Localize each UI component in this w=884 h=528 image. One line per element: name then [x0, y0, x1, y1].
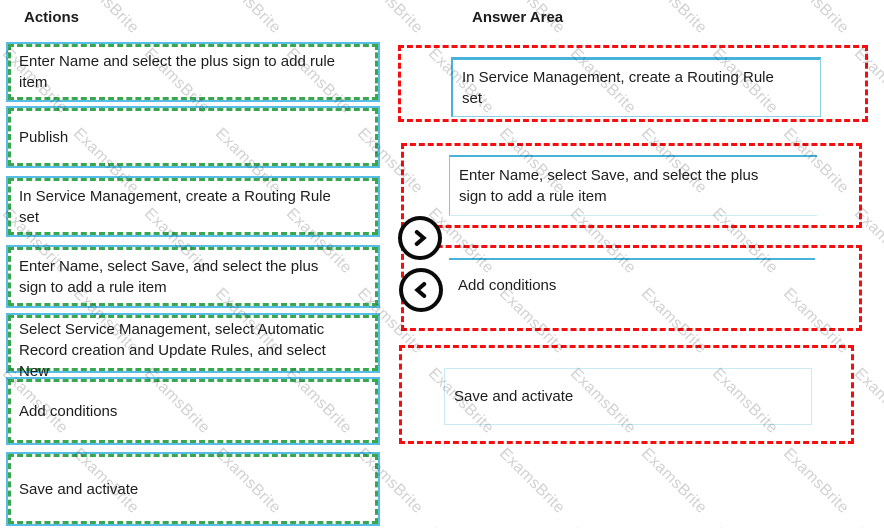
watermark-text: ExamsBrite	[779, 445, 852, 517]
dropped-item-label: In Service Management, create a Routing …	[462, 69, 774, 107]
answer-slot-4[interactable]: Save and activate	[399, 345, 854, 444]
action-item-label: Add conditions	[19, 402, 118, 420]
move-right-button[interactable]	[398, 216, 442, 260]
action-item-create-routing-rule-set[interactable]: In Service Management, create a Routing …	[6, 176, 380, 237]
watermark-text: ExamsBrite	[637, 445, 710, 517]
action-item-save-and-activate[interactable]: Save and activate	[6, 452, 380, 526]
dropped-item-add-conditions[interactable]: Add conditions	[458, 277, 557, 294]
chevron-right-icon	[409, 227, 431, 249]
dropped-item-label: Enter Name, select Save, and select the …	[459, 167, 759, 205]
dropped-item-save-and-activate[interactable]: Save and activate	[444, 368, 812, 425]
answer-area-title: Answer Area	[472, 9, 564, 26]
action-item-label: Enter Name, select Save, and select the …	[19, 257, 319, 296]
dropped-item-label: Save and activate	[454, 388, 574, 405]
action-item-label: In Service Management, create a Routing …	[19, 187, 331, 226]
chevron-left-icon	[410, 279, 432, 301]
move-left-button[interactable]	[399, 268, 443, 312]
action-item-enter-name-plus-sign[interactable]: Enter Name and select the plus sign to a…	[6, 42, 380, 102]
watermark-text: ExamsBrite	[850, 365, 884, 437]
action-item-enter-name-save-plus-sign[interactable]: Enter Name, select Save, and select the …	[6, 245, 380, 308]
watermark-text: ExamsBrite	[637, 0, 710, 37]
action-item-label: Publish	[19, 128, 69, 146]
actions-title: Actions	[24, 9, 80, 26]
dropped-item-enter-name-save-plus-sign[interactable]: Enter Name, select Save, and select the …	[449, 155, 817, 216]
answer-slot-1[interactable]: In Service Management, create a Routing …	[398, 45, 868, 122]
watermark-text: ExamsBrite	[779, 0, 852, 37]
watermark-text: ExamsBrite	[495, 445, 568, 517]
answer-slot-3[interactable]: Add conditions	[401, 245, 862, 331]
watermark-text: ExamsBrite	[211, 0, 284, 37]
dropped-item-create-routing-rule-set[interactable]: In Service Management, create a Routing …	[451, 57, 821, 117]
action-item-publish[interactable]: Publish	[6, 106, 380, 168]
action-item-label: Save and activate	[19, 480, 139, 498]
action-item-select-service-management-new[interactable]: Select Service Management, select Automa…	[6, 313, 380, 380]
watermark-text: ExamsBrite	[69, 0, 142, 37]
action-item-add-conditions[interactable]: Add conditions	[6, 377, 380, 445]
action-item-label: Select Service Management, select Automa…	[19, 321, 326, 380]
action-item-label: Enter Name and select the plus sign to a…	[19, 53, 336, 91]
watermark-text: ExamsBrite	[353, 0, 426, 37]
answer-slot-2[interactable]: Enter Name, select Save, and select the …	[401, 143, 862, 228]
dropped-item-divider-line	[449, 258, 815, 260]
